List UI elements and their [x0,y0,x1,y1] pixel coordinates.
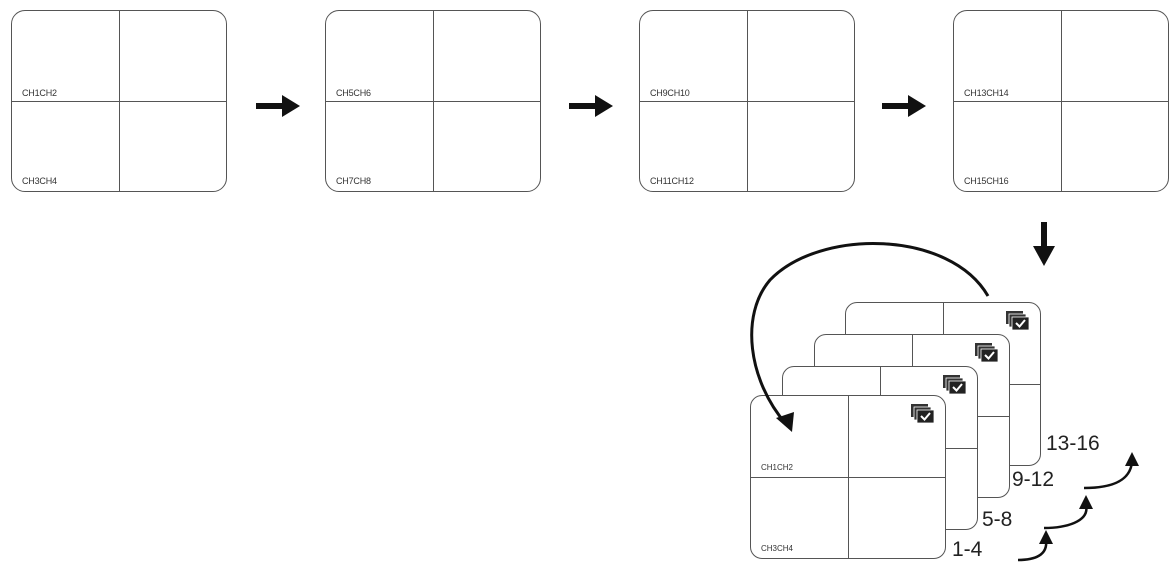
channel-label-bottom: CH7CH8 [336,176,371,186]
sequence-check-icon [911,404,935,424]
arrow-right-icon [569,95,613,117]
divider-horizontal [326,101,540,102]
quad-screen-2: CH5CH6 CH7CH8 [325,10,541,192]
sequence-check-icon [943,375,967,395]
channel-label-top: CH1CH2 [22,88,57,98]
quad-screen-3: CH9CH10 CH11CH12 [639,10,855,192]
loop-back-arrow [750,242,990,425]
arrow-right-icon [882,95,926,117]
divider-horizontal [640,101,854,102]
divider-horizontal [751,477,945,478]
range-label-13-16: 13-16 [1046,432,1100,455]
arrow-down-icon [1033,222,1055,266]
channel-label-bottom: CH3CH4 [761,544,794,553]
channel-label-bottom: CH15CH16 [964,176,1009,186]
arrow-right-icon [256,95,300,117]
range-label-5-8: 5-8 [982,508,1013,531]
channel-label-top: CH9CH10 [650,88,690,98]
channel-label-top: CH5CH6 [336,88,371,98]
channel-label-top: CH1CH2 [761,463,794,472]
curved-arrow-icon [1043,495,1093,530]
divider-horizontal [954,101,1168,102]
curved-arrow-icon [1083,452,1139,490]
quad-screen-1: CH1CH2 CH3CH4 [11,10,227,192]
divider-horizontal [12,101,226,102]
channel-label-bottom: CH3CH4 [22,176,57,186]
channel-label-top: CH13CH14 [964,88,1009,98]
range-label-9-12: 9-12 [1012,468,1055,491]
sequence-check-icon [975,343,999,363]
range-label-1-4: 1-4 [952,538,983,561]
channel-label-bottom: CH11CH12 [650,176,694,186]
sequence-check-icon [1006,311,1030,331]
curved-arrow-icon [1017,530,1053,562]
quad-screen-4: CH13CH14 CH15CH16 [953,10,1169,192]
loop-back-arrowhead [776,412,794,432]
